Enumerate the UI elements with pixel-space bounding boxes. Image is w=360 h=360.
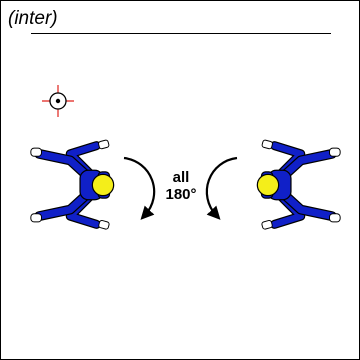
right-skydiver-figure [257,140,340,230]
rotation-label-line2: 180° [165,186,196,203]
rotation-label-line1: all [173,169,190,186]
left-skydiver-figure [31,140,114,230]
header-label: (inter) [8,8,58,29]
header-rule [31,33,331,34]
counterclockwise-arc-arrow-icon [205,156,238,220]
clockwise-arc-arrow-icon [123,156,156,220]
crosshair-target-icon [42,85,74,117]
